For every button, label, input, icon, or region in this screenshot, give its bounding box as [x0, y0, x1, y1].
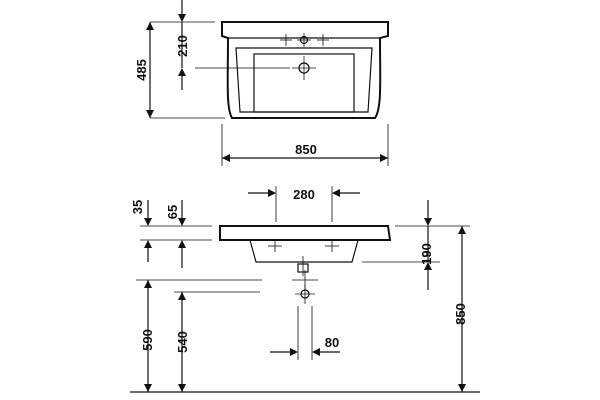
basin-bowl-elevation: [249, 239, 359, 263]
dim-65: 65: [165, 205, 180, 219]
dim-850-width: 850: [295, 142, 317, 157]
plan-view: 210 485 850: [134, 0, 389, 166]
dim-210-plan: 210: [175, 35, 190, 57]
dim-590: 590: [140, 329, 155, 351]
tap-holes-plan: [280, 33, 329, 47]
dim-540: 540: [175, 331, 190, 353]
elevation-view: 280 35: [130, 186, 480, 393]
drain-plan: [292, 56, 316, 80]
tap-holes-elevation: [268, 240, 339, 252]
dim-850-height: 850: [453, 303, 468, 325]
basin-bowl-plan: [235, 47, 373, 113]
dim-35: 35: [130, 200, 145, 214]
bowl-opening-plan: [253, 53, 355, 113]
dim-485-plan: 485: [134, 59, 149, 81]
dim-280: 280: [293, 187, 315, 202]
dim-80: 80: [325, 335, 339, 350]
dim-190: 190: [419, 243, 434, 265]
basin-outline-plan: [221, 21, 389, 119]
drain-trap: [292, 256, 318, 360]
basin-slab-elevation: [219, 225, 392, 241]
